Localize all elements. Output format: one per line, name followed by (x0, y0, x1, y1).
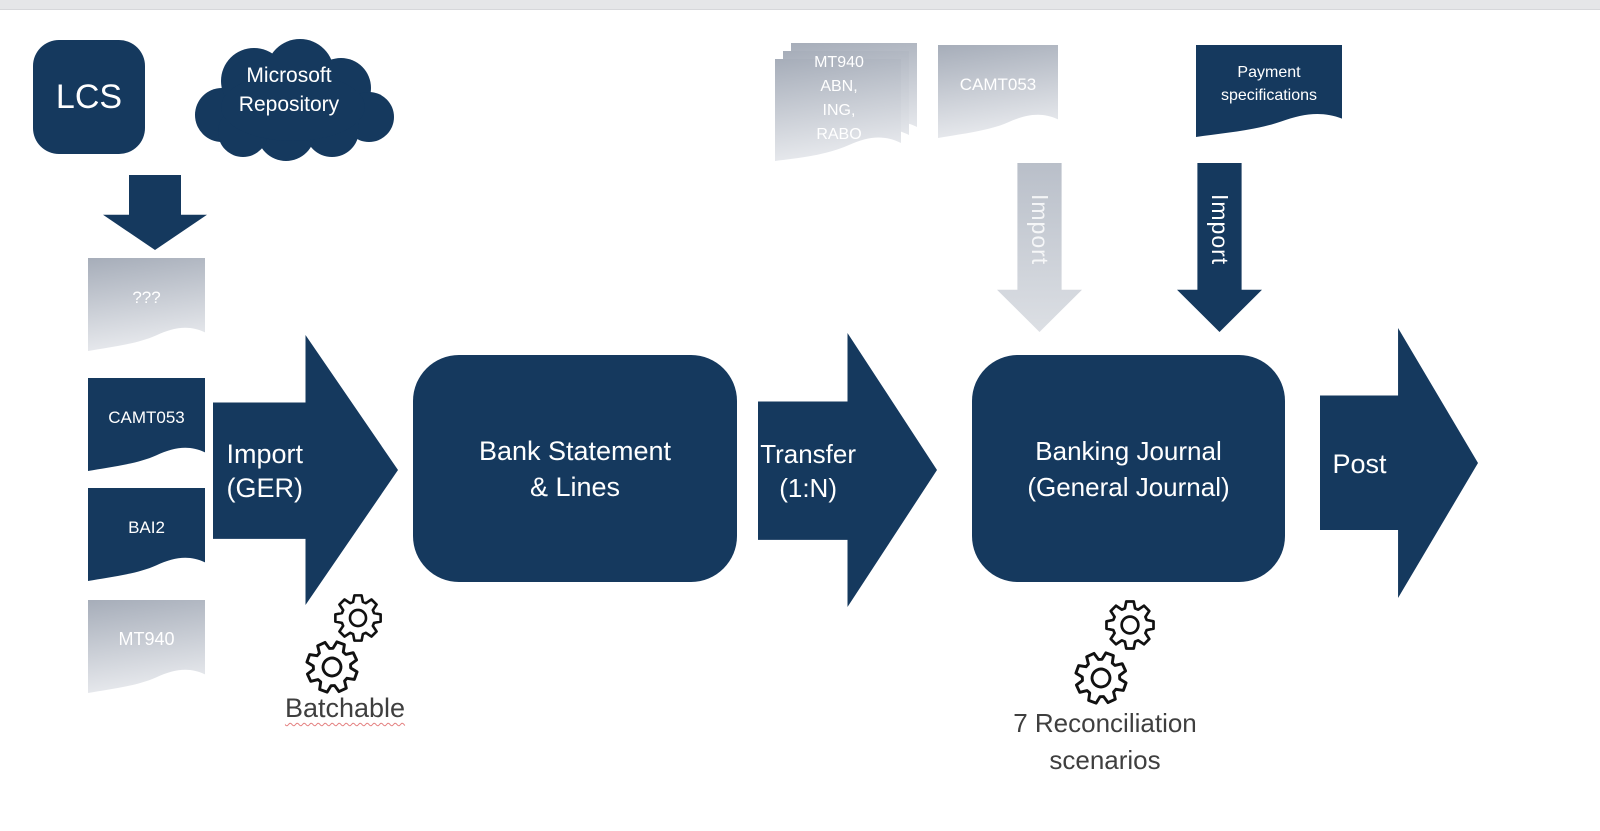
doc-mt940-banks-label: MT940 ABN, ING, RABO (775, 51, 903, 147)
gear-icon (1072, 649, 1130, 707)
gear-icon (1105, 600, 1155, 650)
doc-camt053-left-label: CAMT053 (108, 407, 185, 427)
bank-statement-box: Bank Statement & Lines (413, 355, 737, 582)
post-label: Post (1320, 396, 1399, 532)
doc-mt940-banks: MT940 ABN, ING, RABO (775, 43, 917, 161)
repository-line2: Repository (238, 93, 340, 116)
gear-icon (303, 638, 361, 696)
document-icon (88, 378, 205, 471)
mt940-banks-line4: RABO (816, 126, 862, 143)
payment-specs-line1: Payment (1237, 64, 1301, 81)
bank-statement-line1: Bank Statement (478, 435, 672, 466)
transfer-label: Transfer (1:N) (758, 402, 858, 540)
post-arrow: Post (1320, 328, 1478, 598)
bank-statement-line2: & Lines (529, 471, 621, 502)
batchable-caption: Batchable (265, 690, 425, 727)
import-ger-line1: Import (226, 438, 304, 469)
document-icon (1196, 45, 1342, 137)
doc-camt053-left: CAMT053 (88, 378, 205, 471)
batchable-text: Batchable (284, 693, 406, 723)
lcs-down-arrow (103, 175, 207, 250)
import-navy-label: Import (1207, 194, 1233, 266)
down-arrow-shape (103, 175, 207, 250)
document-icon (88, 488, 205, 581)
reconciliation-caption: 7 Reconciliation scenarios (985, 705, 1225, 779)
banking-journal-line1: Banking Journal (1035, 435, 1222, 466)
repository-line1: Microsoft (246, 64, 332, 87)
mt940-banks-line2: ABN, (820, 78, 858, 95)
doc-unknown-label: ??? (132, 287, 161, 307)
reconciliation-line1: 7 Reconciliation (1013, 708, 1197, 738)
import-ger-line2: (GER) (226, 472, 304, 503)
multi-document-icon (775, 43, 917, 161)
mt940-banks-line1: MT940 (814, 54, 864, 71)
import-gray-label: Import (1027, 194, 1053, 266)
doc-mt940-left: MT940 (88, 600, 205, 693)
document-icon (88, 600, 205, 693)
import-down-arrow-gray: Import (997, 163, 1082, 332)
doc-camt053-top-label: CAMT053 (959, 74, 1037, 94)
payment-specs-line2: specifications (1220, 87, 1318, 104)
document-icon (88, 258, 205, 351)
post-line1: Post (1332, 448, 1387, 479)
document-icon (938, 45, 1058, 138)
gear-icon (334, 594, 382, 642)
cloud-icon (195, 39, 394, 161)
doc-payment-specs: Payment specifications (1196, 45, 1342, 137)
microsoft-repository-cloud: Microsoft Repository (180, 33, 400, 161)
transfer-line2: (1:N) (779, 472, 837, 503)
doc-unknown: ??? (88, 258, 205, 351)
transfer-line1: Transfer (760, 438, 857, 469)
mt940-banks-line3: ING, (822, 102, 856, 119)
reconciliation-line2: scenarios (1049, 745, 1161, 775)
banking-journal-box: Banking Journal (General Journal) (972, 355, 1285, 582)
doc-payment-specs-label: Payment specifications (1196, 45, 1342, 137)
banking-journal-line2: (General Journal) (1027, 471, 1230, 502)
microsoft-repository-label: Microsoft Repository (194, 61, 384, 119)
doc-bai2: BAI2 (88, 488, 205, 581)
lcs-node: LCS (33, 40, 145, 154)
transfer-arrow: Transfer (1:N) (758, 333, 937, 607)
top-bar (0, 0, 1600, 10)
import-ger-arrow: Import (GER) (213, 335, 398, 605)
import-down-arrow-navy: Import (1177, 163, 1262, 332)
import-ger-label: Import (GER) (213, 403, 317, 539)
doc-camt053-top: CAMT053 (938, 45, 1058, 138)
doc-bai2-label: BAI2 (128, 517, 165, 537)
doc-mt940-left-label: MT940 (118, 629, 175, 649)
lcs-label: LCS (55, 77, 123, 116)
